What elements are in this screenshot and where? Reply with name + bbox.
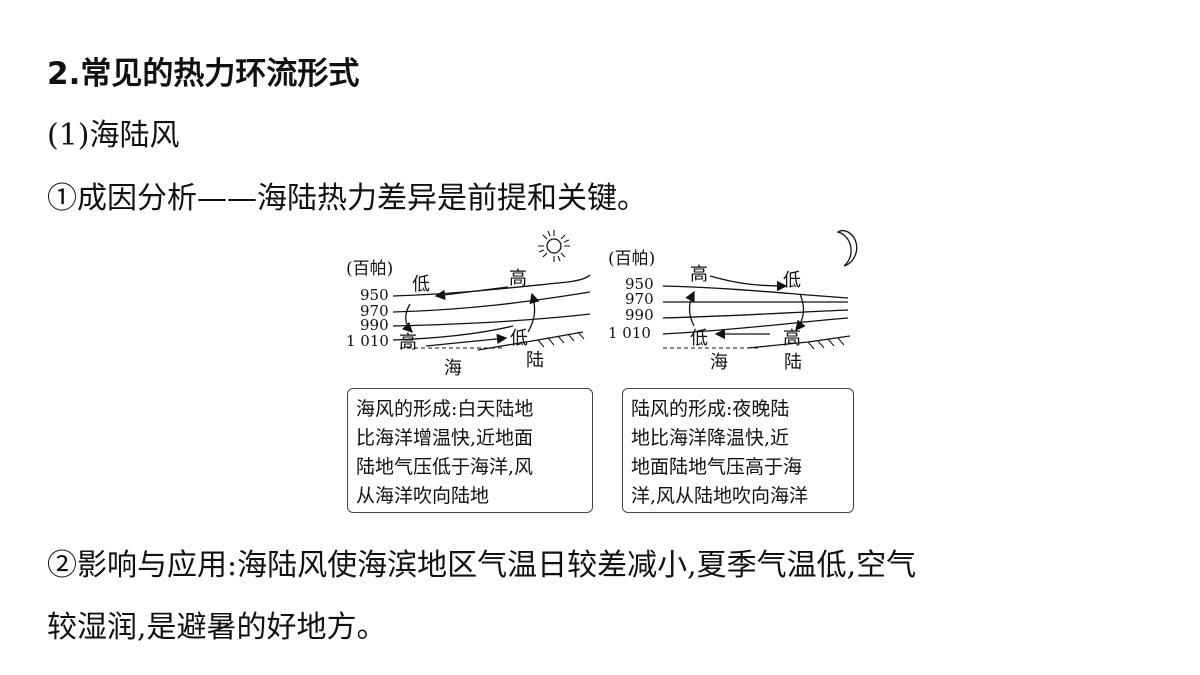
rising-arrow bbox=[685, 290, 695, 327]
isobar-990 bbox=[662, 309, 849, 319]
explanation-line: 陆地气压低于海洋,风 bbox=[356, 456, 534, 478]
upper-high-label: 高 bbox=[690, 264, 708, 285]
sea-breeze-arrow bbox=[425, 333, 508, 347]
subsection-heading: (1)海陆风 bbox=[47, 118, 180, 153]
cause-text: ①成因分析——海陆热力差异是前提和关键。 bbox=[47, 181, 647, 216]
explanation-line: 比海洋增温快,近地面 bbox=[356, 427, 534, 449]
explanation-line: 地比海洋降温快,近 bbox=[631, 427, 790, 449]
lower-low-label: 低 bbox=[690, 328, 708, 349]
isobar-label-950: 950 bbox=[625, 275, 654, 293]
influence-text-line-2: 较湿润,是避暑的好地方。 bbox=[47, 610, 387, 645]
land-surface bbox=[477, 331, 584, 351]
land-breeze-explanation-box: 陆风的形成:夜晚陆 地比海洋降温快,近 地面陆地气压高于海 洋,风从陆地吹向海洋 bbox=[622, 388, 854, 513]
sinking-arrow bbox=[401, 303, 413, 333]
land-breeze-panel: (百帕) 950 970 990 1 010 高 低 低 高 海 陆 bbox=[608, 229, 858, 373]
sinking-arrow bbox=[795, 293, 806, 332]
lower-low-label: 低 bbox=[510, 328, 528, 349]
isobar-label-990: 990 bbox=[625, 306, 654, 324]
land-label: 陆 bbox=[526, 350, 544, 371]
explanation-line: 从海洋吹向陆地 bbox=[356, 485, 490, 507]
isobar-1010 bbox=[392, 325, 514, 341]
lower-high-label: 高 bbox=[399, 332, 417, 353]
upper-low-label: 低 bbox=[412, 274, 430, 295]
sea-label: 海 bbox=[710, 352, 728, 373]
sea-breeze-explanation-box: 海风的形成:白天陆地 比海洋增温快,近地面 陆地气压低于海洋,风 从海洋吹向陆地 bbox=[347, 388, 593, 513]
isobar-label-990: 990 bbox=[360, 316, 389, 334]
upper-high-label: 高 bbox=[509, 268, 527, 289]
moon-icon bbox=[836, 229, 858, 267]
explanation-line: 洋,风从陆地吹向海洋 bbox=[631, 485, 809, 507]
isobar-970 bbox=[392, 291, 591, 313]
isobar-label-950: 950 bbox=[360, 286, 389, 304]
influence-text-line-1: ②影响与应用:海陆风使海滨地区气温日较差减小,夏季气温低,空气 bbox=[47, 548, 917, 583]
sun-icon bbox=[538, 230, 570, 262]
upper-low-label: 低 bbox=[783, 270, 801, 291]
lower-high-label: 高 bbox=[783, 328, 801, 349]
rising-arrow bbox=[527, 292, 540, 333]
unit-label: (百帕) bbox=[608, 249, 655, 269]
section-heading: 2.常见的热力环流形式 bbox=[47, 56, 360, 92]
isobar-label-970: 970 bbox=[360, 302, 389, 320]
land-hatch bbox=[807, 337, 845, 350]
land-label: 陆 bbox=[784, 352, 802, 373]
land-hatch bbox=[537, 331, 585, 348]
isobar-1010 bbox=[662, 317, 849, 335]
isobar-label-1010: 1 010 bbox=[608, 324, 651, 342]
isobar-label-1010: 1 010 bbox=[346, 332, 389, 350]
explanation-line: 地面陆地气压高于海 bbox=[631, 456, 803, 478]
unit-label: (百帕) bbox=[346, 259, 393, 279]
isobar-950 bbox=[662, 285, 849, 299]
sea-label: 海 bbox=[444, 358, 462, 379]
sea-breeze-panel: (百帕) 950 970 990 1 010 低 高 高 低 海 陆 bbox=[346, 230, 591, 379]
upper-flow-arrow bbox=[709, 275, 788, 292]
explanation-line: 陆风的形成:夜晚陆 bbox=[631, 398, 790, 420]
isobar-990 bbox=[392, 313, 591, 327]
isobar-label-970: 970 bbox=[625, 290, 654, 308]
explanation-line: 海风的形成:白天陆地 bbox=[356, 398, 534, 420]
upper-flow-arrow bbox=[434, 286, 509, 301]
sea-land-breeze-diagram: (百帕) 950 970 990 1 010 低 高 高 低 海 陆 (百帕) bbox=[346, 229, 858, 379]
